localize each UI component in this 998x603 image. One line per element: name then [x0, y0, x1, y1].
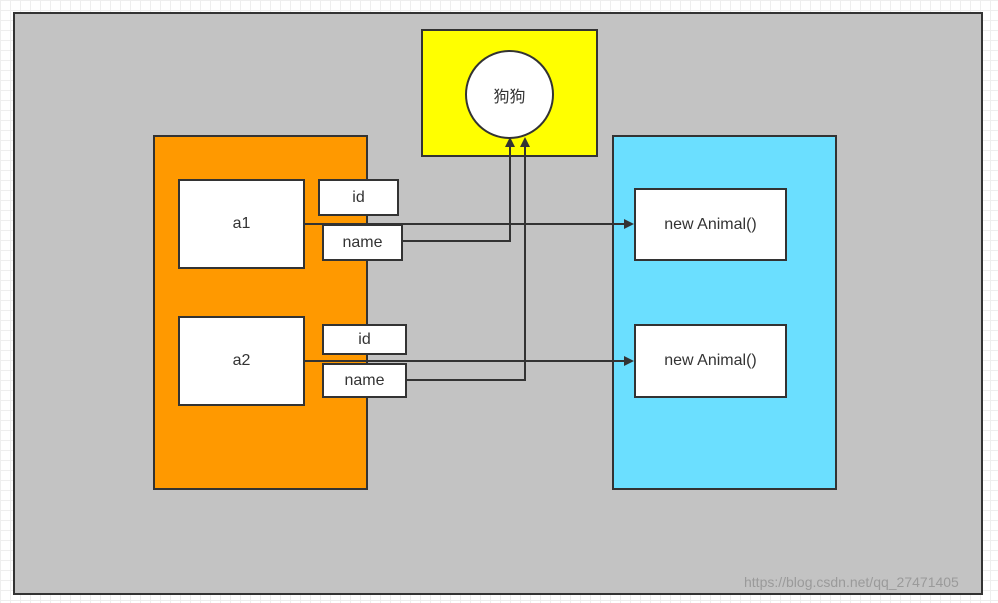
watermark-text: https://blog.csdn.net/qq_27471405: [744, 574, 959, 590]
dog-circle-label: 狗狗: [493, 88, 526, 106]
object-new-animal-1-label: new Animal(): [664, 215, 757, 233]
object-new-animal-1: new Animal(): [634, 188, 787, 261]
field-a1-name: name: [322, 224, 403, 261]
object-new-animal-2: new Animal(): [634, 324, 787, 398]
node-a1: a1: [178, 179, 305, 269]
field-a2-id: id: [322, 324, 407, 355]
field-a2-name-label: name: [344, 371, 385, 389]
field-a1-id-label: id: [352, 188, 365, 206]
node-a2-label: a2: [232, 352, 251, 369]
node-a1-label: a1: [232, 215, 251, 232]
field-a2-name: name: [322, 363, 407, 398]
field-a1-name-label: name: [342, 233, 383, 251]
object-new-animal-2-label: new Animal(): [664, 352, 757, 369]
dog-circle: 狗狗: [465, 50, 554, 139]
field-a1-id: id: [318, 179, 399, 216]
field-a2-id-label: id: [358, 330, 371, 348]
node-a2: a2: [178, 316, 305, 406]
